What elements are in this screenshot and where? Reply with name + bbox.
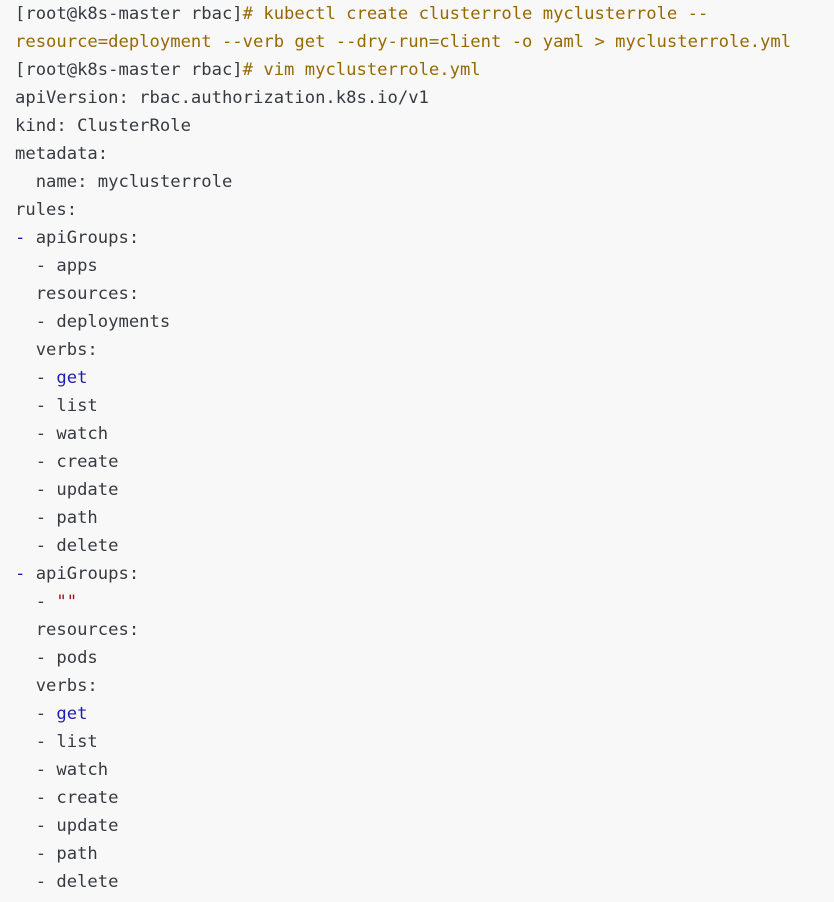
code-token-text: - create bbox=[15, 452, 119, 472]
code-token-string: "" bbox=[56, 592, 78, 612]
code-line: - deployments bbox=[15, 308, 171, 336]
code-line: - list bbox=[15, 728, 98, 756]
code-line: - path bbox=[15, 840, 98, 868]
code-line: - apiGroups: bbox=[15, 224, 139, 252]
code-token-text: - list bbox=[15, 732, 98, 752]
code-token-text: name: myclusterrole bbox=[15, 172, 233, 192]
code-token-text: kind: ClusterRole bbox=[15, 116, 191, 136]
code-token-text: - delete bbox=[15, 536, 119, 556]
code-token-text: apiVersion: rbac.authorization.k8s.io/v1 bbox=[15, 88, 429, 108]
code-line: [root@k8s-master rbac]# kubectl create c… bbox=[15, 0, 708, 28]
code-token-text: - path bbox=[15, 844, 98, 864]
code-token-text: verbs: bbox=[15, 340, 98, 360]
code-line: - delete bbox=[15, 868, 119, 896]
code-line: resources: bbox=[15, 616, 140, 644]
code-line: name: myclusterrole bbox=[15, 168, 233, 196]
code-line: - watch bbox=[15, 420, 108, 448]
code-token-dash: - bbox=[15, 228, 26, 248]
code-token-text: verbs: bbox=[15, 676, 98, 696]
code-line: - update bbox=[15, 812, 119, 840]
code-token-text: apiGroups: bbox=[25, 228, 140, 248]
code-line: - path bbox=[15, 504, 98, 532]
code-token-text: - bbox=[15, 592, 57, 612]
code-token-text: metadata: bbox=[15, 144, 109, 164]
code-token-text: - watch bbox=[15, 760, 109, 780]
code-line: metadata: bbox=[15, 140, 108, 168]
code-line: - create bbox=[15, 448, 119, 476]
code-token-text: apiGroups: bbox=[25, 564, 140, 584]
code-line: - apps bbox=[15, 252, 98, 280]
code-token-text: - deployments bbox=[15, 312, 171, 332]
code-line: - apiGroups: bbox=[15, 560, 139, 588]
code-token-text: [root@k8s-master rbac] bbox=[15, 4, 243, 24]
code-token-text: - pods bbox=[15, 648, 98, 668]
code-line: - list bbox=[15, 392, 98, 420]
code-line: verbs: bbox=[15, 336, 98, 364]
code-token-text: - path bbox=[15, 508, 98, 528]
code-line: - pods bbox=[15, 644, 98, 672]
code-line: resource=deployment --verb get --dry-run… bbox=[15, 28, 791, 56]
code-token-text: rules: bbox=[15, 200, 78, 220]
code-line: - watch bbox=[15, 756, 108, 784]
code-line: - update bbox=[15, 476, 119, 504]
code-token-command: # kubectl create clusterrole myclusterro… bbox=[242, 4, 709, 24]
code-token-text: resources: bbox=[15, 284, 140, 304]
code-line: resources: bbox=[15, 280, 140, 308]
code-token-text: - bbox=[15, 368, 57, 388]
code-line: [root@k8s-master rbac]# vim myclusterrol… bbox=[15, 56, 481, 84]
code-token-command: # vim myclusterrole.yml bbox=[242, 60, 481, 80]
code-line: apiVersion: rbac.authorization.k8s.io/v1 bbox=[15, 84, 429, 112]
code-token-keyword: get bbox=[56, 368, 88, 388]
code-token-command: resource=deployment --verb get --dry-run… bbox=[15, 32, 792, 52]
code-line: verbs: bbox=[15, 672, 98, 700]
code-line: - get bbox=[15, 364, 88, 392]
code-line: - delete bbox=[15, 532, 119, 560]
code-token-text: resources: bbox=[15, 620, 140, 640]
code-line: - create bbox=[15, 784, 119, 812]
code-token-dash: - bbox=[15, 564, 26, 584]
code-line: kind: ClusterRole bbox=[15, 112, 191, 140]
code-token-text: - list bbox=[15, 396, 98, 416]
code-token-text: - watch bbox=[15, 424, 109, 444]
code-token-text: - update bbox=[15, 816, 119, 836]
code-token-text: [root@k8s-master rbac] bbox=[15, 60, 243, 80]
code-line: - get bbox=[15, 700, 88, 728]
code-token-text: - create bbox=[15, 788, 119, 808]
code-token-text: - apps bbox=[15, 256, 98, 276]
code-token-text: - bbox=[15, 704, 57, 724]
code-line: rules: bbox=[15, 196, 77, 224]
code-token-text: - update bbox=[15, 480, 119, 500]
code-line: - "" bbox=[15, 588, 77, 616]
code-token-text: - delete bbox=[15, 872, 119, 892]
code-token-keyword: get bbox=[56, 704, 88, 724]
